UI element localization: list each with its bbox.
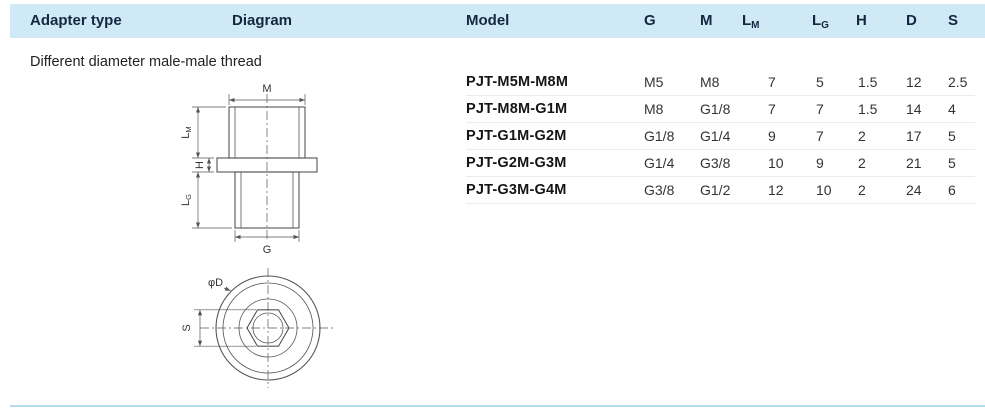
d-cell: 21 (906, 150, 922, 177)
header-col-g: G (644, 4, 656, 38)
table-row: PJT-M5M-M8M M5 M8 7 5 1.5 12 2.5 (466, 69, 975, 96)
header-lg-sub: G (821, 20, 829, 31)
g-cell: M8 (644, 96, 663, 123)
header-col-s: S (948, 4, 958, 38)
m-cell: G1/4 (700, 123, 730, 150)
m-cell: G1/2 (700, 177, 730, 204)
d-cell: 14 (906, 96, 922, 123)
h-cell: 1.5 (858, 96, 877, 123)
leader-line-phi-d (224, 288, 231, 291)
lm-cell: 7 (768, 96, 776, 123)
s-cell: 5 (948, 123, 956, 150)
model-cell: PJT-M8M-G1M (466, 96, 567, 123)
model-cell: PJT-G2M-G3M (466, 150, 567, 177)
table-header-band: Adapter type Diagram Model G M LM LG H D… (10, 4, 985, 38)
dim-label-s: S (181, 324, 193, 331)
header-col-lg: LG (812, 4, 829, 38)
header-col-d: D (906, 4, 917, 38)
lm-cell: 7 (768, 69, 776, 96)
m-cell: M8 (700, 69, 719, 96)
adapter-type-label: Different diameter male-male thread (30, 54, 262, 70)
header-diagram: Diagram (232, 4, 292, 38)
header-adapter-type: Adapter type (30, 4, 122, 38)
lm-cell: 9 (768, 123, 776, 150)
d-cell: 12 (906, 69, 922, 96)
model-cell: PJT-M5M-M8M (466, 69, 568, 96)
h-cell: 2 (858, 150, 866, 177)
lg-cell: 5 (816, 69, 824, 96)
header-col-lm: LM (742, 4, 760, 38)
lg-cell: 7 (816, 96, 824, 123)
table-row: PJT-G2M-G3M G1/4 G3/8 10 9 2 21 5 (466, 150, 975, 177)
spec-table-body: PJT-M5M-M8M M5 M8 7 5 1.5 12 2.5 PJT-M8M… (0, 69, 985, 204)
header-col-h: H (856, 4, 867, 38)
h-cell: 2 (858, 123, 866, 150)
front-view-diagram: φD S (181, 268, 336, 388)
lg-cell: 7 (816, 123, 824, 150)
table-row: PJT-G1M-G2M G1/8 G1/4 9 7 2 17 5 (466, 123, 975, 150)
dim-label-g: G (263, 244, 272, 256)
model-cell: PJT-G3M-G4M (466, 177, 567, 204)
header-col-m: M (700, 4, 713, 38)
d-cell: 17 (906, 123, 922, 150)
g-cell: G3/8 (644, 177, 674, 204)
g-cell: M5 (644, 69, 663, 96)
m-cell: G3/8 (700, 150, 730, 177)
d-cell: 24 (906, 177, 922, 204)
g-cell: G1/8 (644, 123, 674, 150)
header-lm-base: L (742, 12, 751, 29)
s-cell: 6 (948, 177, 956, 204)
s-cell: 4 (948, 96, 956, 123)
lg-cell: 9 (816, 150, 824, 177)
g-cell: G1/4 (644, 150, 674, 177)
h-cell: 1.5 (858, 69, 877, 96)
h-cell: 2 (858, 177, 866, 204)
table-row: PJT-M8M-G1M M8 G1/8 7 7 1.5 14 4 (466, 96, 975, 123)
lm-cell: 12 (768, 177, 784, 204)
bottom-divider (10, 405, 985, 407)
s-cell: 5 (948, 150, 956, 177)
dim-label-phi-d: φD (208, 277, 223, 289)
lg-cell: 10 (816, 177, 832, 204)
model-cell: PJT-G1M-G2M (466, 123, 567, 150)
lm-cell: 10 (768, 150, 784, 177)
table-row: PJT-G3M-G4M G3/8 G1/2 12 10 2 24 6 (466, 177, 975, 204)
s-cell: 2.5 (948, 69, 967, 96)
header-lm-sub: M (751, 20, 759, 31)
m-cell: G1/8 (700, 96, 730, 123)
header-lg-base: L (812, 12, 821, 29)
header-model: Model (466, 4, 509, 38)
